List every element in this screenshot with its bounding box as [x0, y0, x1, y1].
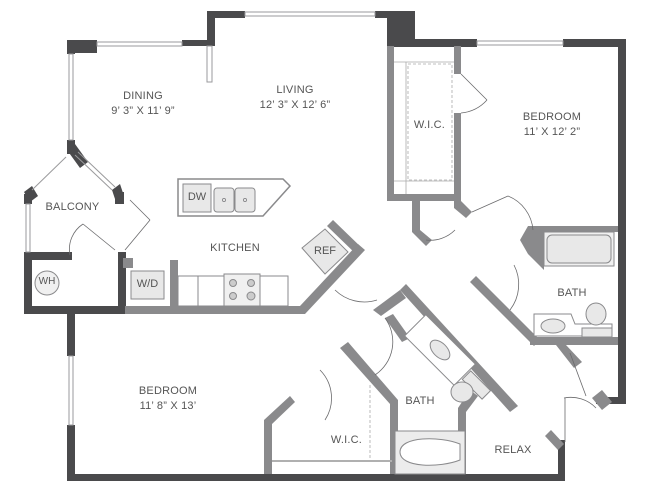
room-name: LIVING — [276, 84, 314, 96]
washer-dryer-label: W/D — [136, 278, 159, 290]
room-name: BEDROOM — [138, 385, 198, 397]
room-dims: 9’ 3” X 11’ 9” — [111, 105, 175, 117]
room-name: KITCHEN — [210, 242, 260, 254]
room-dims: 11’ X 12’ 2” — [523, 126, 581, 138]
room-name: DINING — [123, 90, 163, 102]
room-name: W.I.C. — [413, 119, 446, 131]
wic-shelving — [369, 61, 454, 460]
room-wic-north: W.I.C. — [407, 118, 452, 133]
room-name: RELAX — [494, 444, 532, 456]
room-bedroom-east: BEDROOM 11’ X 12’ 2” — [512, 110, 592, 140]
fixtures — [34, 178, 615, 475]
room-kitchen: KITCHEN — [205, 241, 265, 256]
room-dims: 12’ 3” X 12’ 6” — [259, 99, 331, 111]
windows — [25, 11, 564, 426]
room-relax: RELAX — [488, 443, 538, 458]
doors — [69, 73, 597, 442]
room-name: BATH — [405, 395, 435, 407]
room-bath-south: BATH — [400, 394, 440, 409]
dishwasher-label: DW — [187, 191, 207, 203]
exterior-walls — [24, 11, 626, 481]
room-name: BATH — [557, 287, 587, 299]
refrigerator-label: REF — [314, 245, 336, 257]
partial-wall — [206, 45, 213, 83]
room-living: LIVING 12’ 3” X 12’ 6” — [255, 83, 335, 113]
water-heater-label: WH — [38, 276, 56, 287]
room-name: BEDROOM — [522, 111, 582, 123]
room-dining: DINING 9’ 3” X 11’ 9” — [108, 89, 178, 119]
room-bedroom-west: BEDROOM 11’ 8” X 13’ — [128, 384, 208, 414]
room-bath-east: BATH — [552, 286, 592, 301]
room-balcony: BALCONY — [40, 200, 105, 215]
room-name: BALCONY — [45, 201, 100, 213]
room-name: W.I.C. — [330, 434, 363, 446]
room-dims: 11’ 8” X 13’ — [139, 400, 197, 412]
room-wic-south: W.I.C. — [324, 433, 369, 448]
